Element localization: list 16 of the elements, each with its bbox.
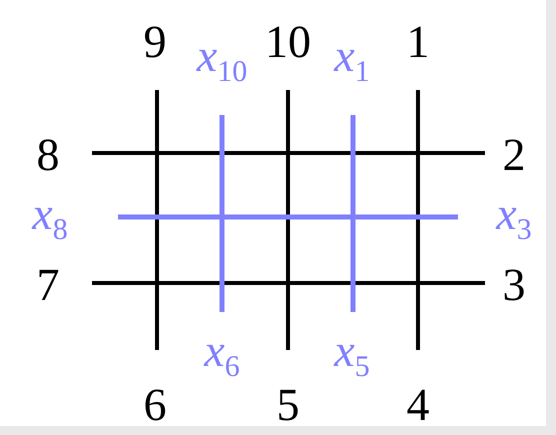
vertex-number: 5 xyxy=(276,382,300,428)
vertex-number: 1 xyxy=(406,19,430,65)
vertex-number: 3 xyxy=(502,262,526,308)
vertex-number: 8 xyxy=(36,132,60,178)
vertex-number: 10 xyxy=(265,19,311,65)
vertex-number: 4 xyxy=(406,382,430,428)
vertex-number: 9 xyxy=(144,19,166,65)
variable-label: x$_{10}$ xyxy=(196,33,248,87)
vertex-number: 7 xyxy=(36,262,60,308)
variable-label: x$_{1}$ xyxy=(334,33,370,87)
vertex-number: 2 xyxy=(502,132,526,178)
variable-label: x$_{6}$ xyxy=(204,328,240,382)
variable-label: x$_{3}$ xyxy=(496,191,532,245)
variable-label: x$_{8}$ xyxy=(32,191,68,245)
vertex-number: 6 xyxy=(144,382,166,428)
variable-label: x$_{5}$ xyxy=(334,328,370,382)
